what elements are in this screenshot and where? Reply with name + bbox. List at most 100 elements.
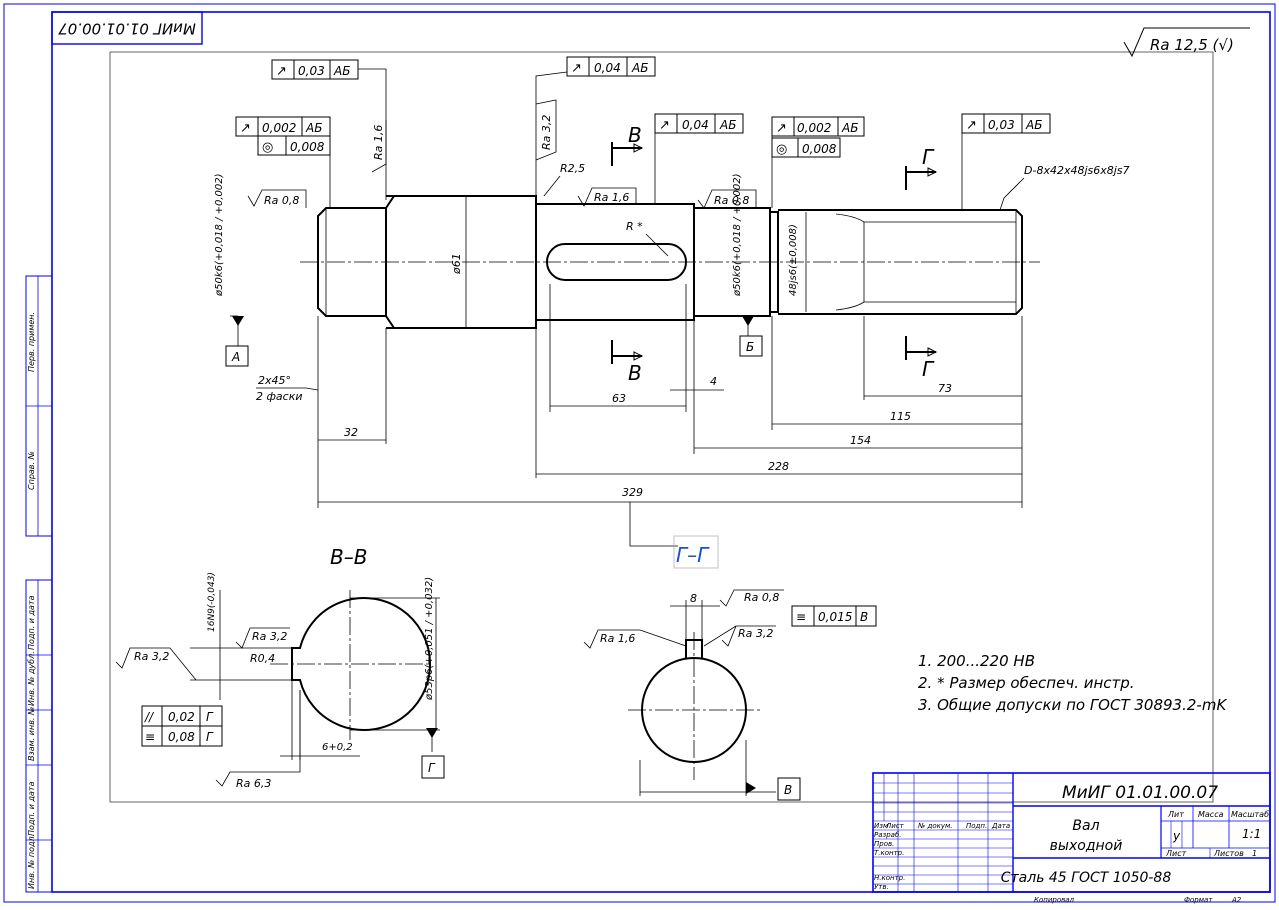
svg-text:≡: ≡ [796,610,806,624]
svg-text:Масса: Масса [1198,810,1224,819]
svg-text:Дата: Дата [991,822,1010,830]
tolerance-frames-main: ↗ 0,03 АБ ↗ 0,002 АБ ◎ 0,008 ↗ 0,04 АБ ↗… [235,56,1051,210]
svg-text:Взам. инв. №: Взам. инв. № [27,707,36,761]
svg-text:Б: Б [746,340,754,354]
svg-text:Ra 0,8: Ra 0,8 [714,194,749,207]
general-roughness: Ra 12,5 (√) [1123,27,1250,58]
svg-text:Подп. и дата: Подп. и дата [27,781,36,836]
svg-text:Г: Г [428,761,436,775]
svg-text:◎: ◎ [776,142,787,157]
svg-text:↗: ↗ [659,118,670,133]
svg-text:↗: ↗ [240,121,251,136]
svg-text:Ra 12,5 (√): Ra 12,5 (√) [1150,36,1234,54]
svg-text:Ra 3,2: Ra 3,2 [738,627,773,640]
svg-text:8: 8 [690,592,697,605]
svg-text:1: 1 [1252,849,1257,858]
svg-text:выходной: выходной [1050,838,1123,854]
svg-text:D-8x42x48js6x8js7: D-8x42x48js6x8js7 [1024,164,1130,177]
svg-text://: // [144,710,155,724]
svg-text:Г: Г [922,145,935,169]
svg-text:Г–Г: Г–Г [676,543,710,567]
svg-text:Инв. № подл.: Инв. № подл. [27,834,36,889]
svg-text:Вал: Вал [1072,818,1099,834]
svg-text:≡: ≡ [145,730,155,744]
labels-main: R2,5 R * D-8x42x48js6x8js7 ø50k6(+0,018 … [214,123,1130,403]
svg-text:0,08: 0,08 [168,730,195,744]
svg-text:Ra 3,2: Ra 3,2 [252,630,287,643]
svg-text:Ra 0,8: Ra 0,8 [744,591,779,604]
section-gg: 8 Ra 0,8 Ra 1,6 Ra 3,2 ≡ 0,015 В В [583,589,877,801]
svg-text:↗: ↗ [276,64,287,79]
svg-text:↗: ↗ [966,118,977,133]
svg-text:МиИГ 01.01.00.07: МиИГ 01.01.00.07 [1062,783,1218,803]
svg-text:1. 200...220 HB: 1. 200...220 HB [918,652,1035,670]
svg-text:Г: Г [206,730,214,744]
svg-text:0,04: 0,04 [682,118,709,132]
side-strip: Перв. примен. Справ. № Подп. и дата Инв.… [25,275,53,893]
svg-text:0,02: 0,02 [168,710,195,724]
svg-text:329: 329 [622,486,643,499]
svg-text:№ докум.: № докум. [917,822,953,830]
svg-text:228: 228 [768,460,789,473]
svg-text:ø50k6(+0,018 / +0,002): ø50k6(+0,018 / +0,002) [214,173,225,297]
svg-text:R2,5: R2,5 [560,162,585,175]
shaft-main-view [300,195,1040,329]
svg-text:А: А [231,350,240,364]
svg-text:63: 63 [612,392,626,405]
svg-text:Ra 3,2: Ra 3,2 [134,650,169,663]
svg-text:Лист: Лист [1165,849,1187,858]
svg-text:Утв.: Утв. [874,883,889,891]
svg-text:ø50k6(+0,018 / +0,002): ø50k6(+0,018 / +0,002) [732,173,743,297]
svg-text:Ra 1,6: Ra 1,6 [594,191,629,204]
svg-text:0,002: 0,002 [262,121,296,135]
svg-text:48js6(±0,008): 48js6(±0,008) [788,224,799,296]
svg-text:АБ: АБ [719,118,736,132]
svg-text:Лист: Лист [885,822,905,830]
svg-text:Г: Г [206,710,214,724]
svg-text:73: 73 [938,382,952,395]
svg-text:Формат: Формат [1184,896,1213,904]
rotated-code-stamp: МиИГ 01.01.00.07 [58,20,196,38]
svg-text:2. * Размер обеспеч. инстр.: 2. * Размер обеспеч. инстр. [918,674,1135,692]
section-bb: В–В 16N9(-0,043) R0,4 Ra 3,2 Ra 3,2 ø53p… [115,545,445,790]
svg-text:Ra 6,3: Ra 6,3 [236,777,271,790]
svg-text:0,008: 0,008 [290,140,325,154]
svg-text:АБ: АБ [333,64,350,78]
svg-text:ø53p6(+0,051 / +0,032): ø53p6(+0,051 / +0,032) [424,577,435,701]
svg-text:Ra 3,2: Ra 3,2 [540,115,553,150]
svg-text:В: В [784,783,792,797]
svg-text:Н.контр.: Н.контр. [874,874,905,882]
svg-text:Подп. и дата: Подп. и дата [27,595,36,650]
svg-text:АБ: АБ [305,121,322,135]
svg-text:Подп.: Подп. [966,822,987,830]
svg-text:Ra 0,8: Ra 0,8 [264,194,299,207]
svg-text:32: 32 [344,426,358,439]
title-block: Изм Лист № докум. Подп. Дата Разраб. Про… [872,772,1271,904]
svg-text:R *: R * [626,220,643,233]
svg-text:◎: ◎ [262,140,273,155]
svg-text:115: 115 [890,410,911,423]
svg-text:R0,4: R0,4 [250,652,275,665]
svg-text:154: 154 [850,434,871,447]
svg-text:Ra 1,6: Ra 1,6 [372,125,385,160]
dimensions-main: 32 63 4 73 115 154 228 329 Г–Г [317,284,1023,569]
svg-text:В: В [628,123,642,147]
svg-text:0,002: 0,002 [797,121,831,135]
svg-text:3. Общие допуски по ГОСТ 30893: 3. Общие допуски по ГОСТ 30893.2-mK [918,696,1227,714]
svg-text:0,03: 0,03 [988,118,1015,132]
svg-text:1:1: 1:1 [1242,827,1261,841]
svg-text:Копировал: Копировал [1034,896,1075,904]
svg-text:АБ: АБ [631,61,648,75]
roughness-main: Ra 0,8 Ra 1,6 Ra 3,2 Ra 1,6 Ra 0,8 [247,99,757,209]
svg-text:Изм: Изм [874,822,889,830]
svg-text:↗: ↗ [776,121,787,136]
svg-text:В: В [628,361,642,385]
svg-text:Сталь 45 ГОСТ 1050-88: Сталь 45 ГОСТ 1050-88 [1001,870,1172,886]
drawing-area [109,51,1214,803]
svg-text:↗: ↗ [571,61,582,76]
svg-text:Справ. №: Справ. № [27,451,36,490]
svg-text:Лит: Лит [1167,810,1184,819]
svg-text:у: у [1172,829,1181,843]
